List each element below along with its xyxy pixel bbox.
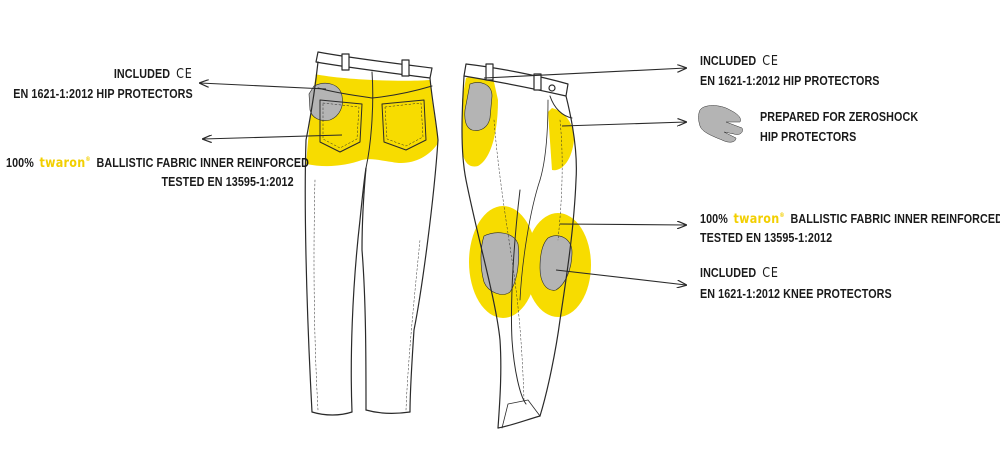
zeroshock-text-1: PREPARED FOR ZEROSHOCK [760, 110, 919, 124]
ce-mark-icon: CE [762, 54, 779, 69]
right-fabric-line1: 100% twaron® BALLISTIC FABRIC INNER REIN… [700, 206, 1000, 230]
left-hip-line2: EN 1621-1:2012 HIP PROTECTORS [13, 84, 193, 104]
twaron-logo-text: twaron [39, 156, 86, 171]
right-hip-included: INCLUDED [700, 54, 757, 68]
twaron-logo: twaron® [733, 212, 784, 227]
right-hip-standard: EN 1621-1:2012 HIP PROTECTORS [700, 74, 880, 88]
side-view-jeans [461, 63, 591, 429]
right-zeroshock-line2: HIP PROTECTORS [760, 127, 856, 147]
arrow-right-knee [555, 269, 686, 285]
left-hip-standard: EN 1621-1:2012 HIP PROTECTORS [13, 87, 193, 101]
ce-mark-icon: CE [176, 67, 193, 82]
left-fabric-test-standard: TESTED EN 13595-1:2012 [161, 175, 294, 189]
twaron-registered-mark: ® [779, 212, 785, 219]
side-hip-protector [464, 82, 493, 131]
right-zeroshock-line1: PREPARED FOR ZEROSHOCK [760, 107, 918, 127]
right-fabric-test-standard: TESTED EN 13595-1:2012 [700, 231, 833, 245]
right-hip-line1: INCLUDED CE [700, 51, 779, 72]
zeroshock-text-2: HIP PROTECTORS [760, 130, 857, 144]
twaron-logo-text: twaron [733, 212, 780, 227]
left-fabric-line2: TESTED EN 13595-1:2012 [162, 172, 294, 192]
left-fabric-prefix: 100% [6, 156, 37, 170]
right-fabric-suffix: BALLISTIC FABRIC INNER REINFORCED [787, 212, 1000, 226]
arrow-right-hip [483, 68, 686, 79]
front-knee-protector [539, 235, 573, 291]
left-fabric-line1: 100% twaron® BALLISTIC FABRIC INNER REIN… [6, 150, 309, 174]
rear-knee-protector [480, 232, 520, 295]
arrow-left-fabric [203, 134, 343, 139]
right-knee-line2: EN 1621-1:2012 KNEE PROTECTORS [700, 284, 892, 304]
side-front-hip-reinforcement [548, 108, 574, 171]
right-fabric-prefix: 100% [700, 212, 731, 226]
back-view-jeans [304, 51, 439, 416]
callout-arrows [200, 68, 686, 285]
twaron-logo: twaron® [39, 156, 90, 171]
right-knee-line1: INCLUDED CE [700, 263, 779, 284]
arrow-right-fabric [559, 224, 686, 225]
left-hip-line1: INCLUDED CE [114, 64, 193, 85]
twaron-registered-mark: ® [85, 156, 91, 163]
right-knee-included: INCLUDED [700, 266, 757, 280]
arrow-right-zeroshock [561, 122, 686, 127]
right-knee-standard: EN 1621-1:2012 KNEE PROTECTORS [700, 287, 892, 301]
ce-mark-icon: CE [762, 266, 779, 281]
right-hip-line2: EN 1621-1:2012 HIP PROTECTORS [700, 71, 880, 91]
arrow-left-hip [200, 83, 327, 90]
back-hip-protector [308, 83, 343, 121]
right-fabric-line2: TESTED EN 13595-1:2012 [700, 228, 832, 248]
left-hip-included: INCLUDED [114, 67, 171, 81]
left-fabric-suffix: BALLISTIC FABRIC INNER REINFORCED [93, 156, 309, 170]
zeroshock-pad-icon [698, 105, 743, 143]
